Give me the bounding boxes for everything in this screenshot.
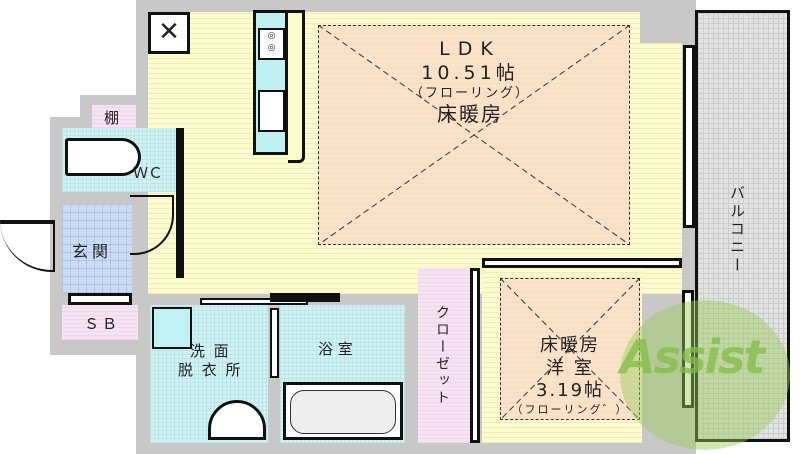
- washroom-label-1: 洗 面: [189, 342, 231, 360]
- shelf-label: 棚: [104, 109, 120, 127]
- front-door[interactable]: [0, 220, 55, 272]
- balcony: [695, 10, 790, 442]
- ldk-floor-heating: 床暖房: [437, 101, 503, 126]
- western-floor-heating: 床暖房: [540, 335, 600, 356]
- ldk-floor-type: （フローリング）: [409, 85, 530, 101]
- ldk-name: LDK: [439, 38, 501, 60]
- western-name: 洋 室: [546, 357, 594, 379]
- closet-door[interactable]: [470, 268, 480, 443]
- stove-icon: ◎◎: [258, 28, 285, 60]
- ldk-window[interactable]: [683, 45, 695, 228]
- western-size: 3.19帖: [535, 380, 605, 401]
- assist-watermark: Assist: [620, 330, 765, 384]
- entrance-label: 玄関: [72, 242, 113, 261]
- bathroom-label: 浴 室: [318, 340, 353, 358]
- washroom-label: 洗 面 脱 衣 所: [178, 342, 243, 380]
- balcony-label: バルコニー: [728, 185, 746, 275]
- washing-machine-icon: [152, 307, 192, 349]
- washroom-label-2: 脱 衣 所: [178, 360, 243, 379]
- entrance: [62, 205, 132, 293]
- toilet-icon: [65, 138, 141, 176]
- shoe-box-label: ＳＢ: [84, 315, 121, 333]
- ldk-size: 10.51帖: [421, 61, 519, 84]
- shelf: [92, 105, 136, 128]
- western-window[interactable]: [682, 290, 694, 408]
- ldk-label: LDK 10.51帖 （フローリング） 床暖房: [380, 38, 560, 127]
- ldk-heating-cross: [318, 25, 630, 245]
- assist-logo: [620, 300, 790, 450]
- western-room-door[interactable]: [482, 258, 682, 268]
- closet: [418, 268, 470, 443]
- sink-icon: [258, 90, 285, 132]
- western-heating-cross: [500, 278, 640, 420]
- shoe-box: [62, 305, 138, 340]
- western-floor-type: （フローリング゛）: [511, 402, 629, 416]
- western-label: 床暖房 洋 室 3.19帖 （フローリング゛）: [500, 335, 640, 416]
- wc-label: ＷＣ: [133, 164, 164, 182]
- closet-label: クローゼット: [434, 305, 450, 407]
- washbasin-icon: [208, 400, 266, 440]
- range-hood-icon: ✕: [148, 12, 190, 54]
